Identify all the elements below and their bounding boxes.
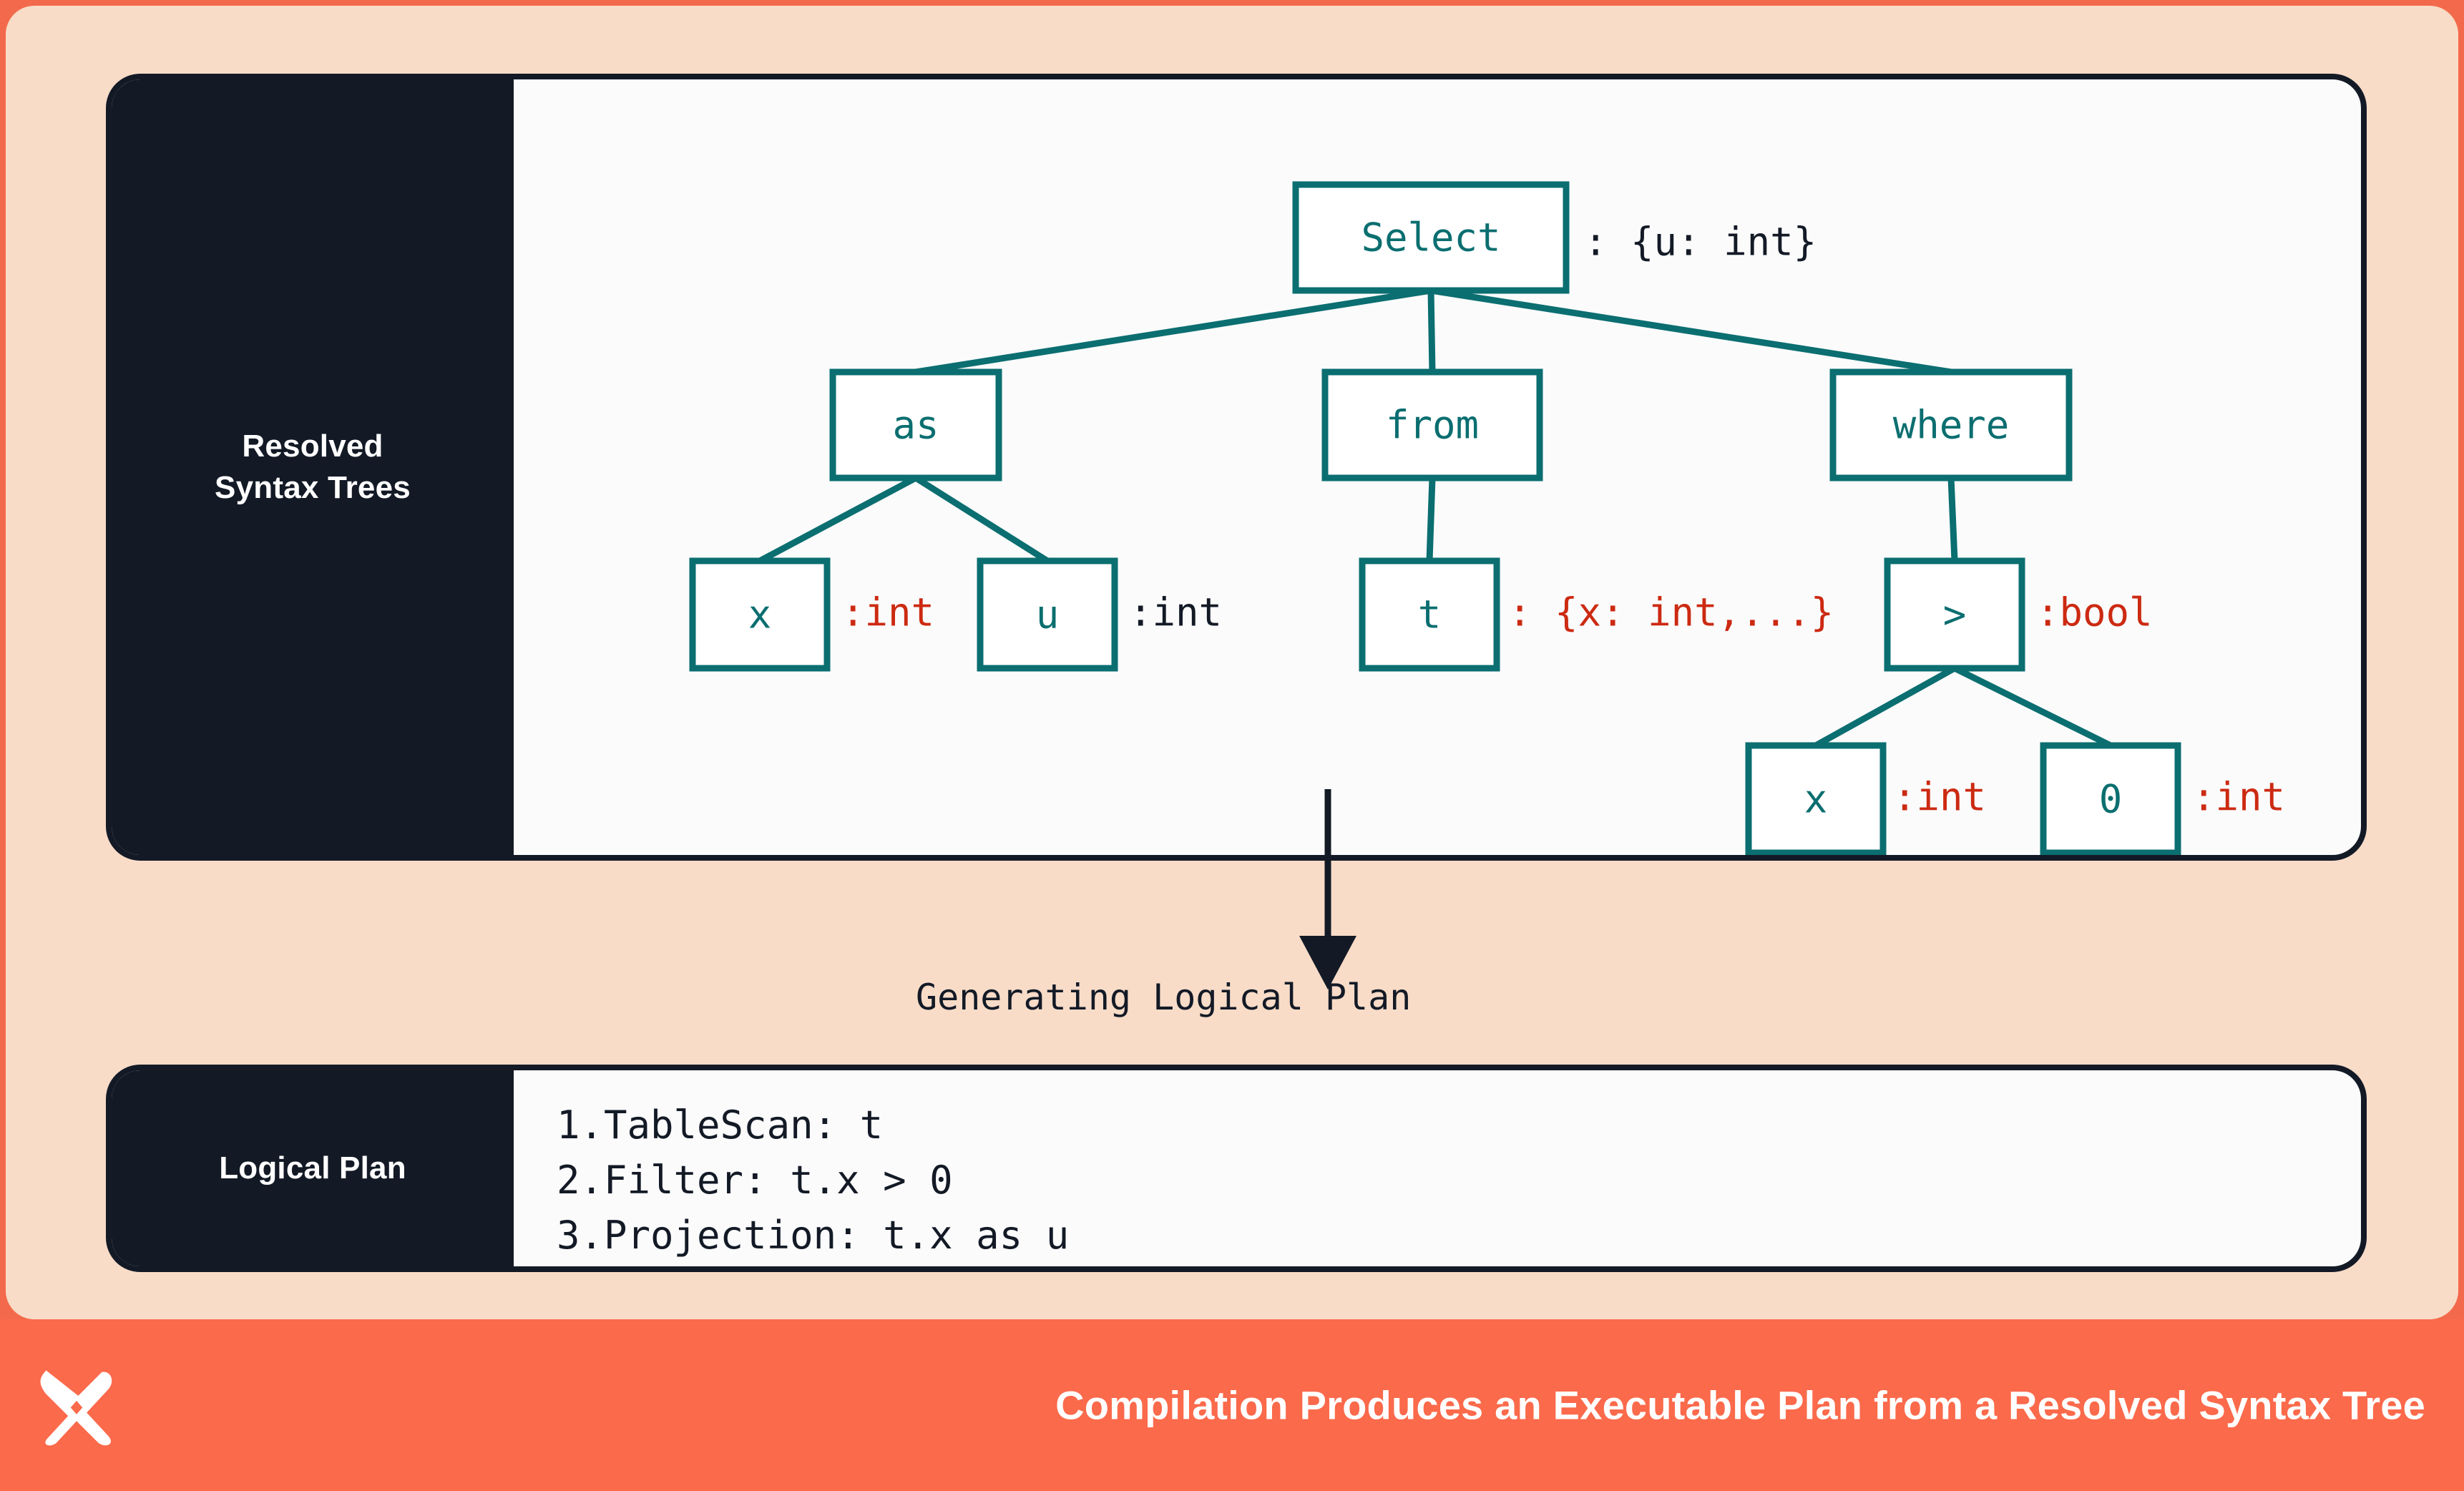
tree-edge-gt-to-gt-x [1814, 665, 1957, 748]
tree-node-type-annotation-select: : {u: int} [1584, 220, 1817, 265]
tree-node-type-annotation-gt: :bool [2036, 590, 2153, 635]
logical-plan-step-number: 2. [557, 1158, 604, 1203]
tree-node-as-u [977, 557, 1118, 672]
tree-node-type-annotation-from-t: : {x: int,...} [1508, 590, 1834, 635]
tree-edge-group [758, 287, 2112, 749]
tree-node-label-from-t: t [1418, 592, 1442, 637]
tree-node-gt [1884, 557, 2025, 672]
connector-arrowhead [1299, 936, 1356, 989]
syntax-tree-graphic: Select as from where x u t > x 0 : {u: int} :int :i… [689, 181, 2285, 855]
logical-plan-step: 2.Filter: t.x > 0 [557, 1153, 1069, 1208]
tree-node-type-annotation-as-x: :int [841, 590, 934, 635]
logical-plan-step-number: 3. [557, 1213, 604, 1258]
tree-edge-as-to-as-x [758, 475, 918, 564]
tree-node-select [1292, 181, 1570, 294]
tree-node-from-t [1359, 557, 1500, 672]
x-mark-logo-icon [40, 1370, 112, 1446]
tree-edge-select-to-where [1430, 287, 1952, 376]
tree-node-label-as-u: u [1036, 592, 1060, 637]
tree-node-label-gt-x: x [1804, 777, 1828, 822]
tree-node-label-as-x: x [748, 592, 772, 637]
tree-edge-where-to-gt [1947, 477, 1958, 562]
tree-node-from [1321, 368, 1543, 481]
tree-node-type-annotation-gt-0: :int [2192, 775, 2285, 820]
tree-node-label-gt-0: 0 [2099, 777, 2123, 822]
tree-node-gt-0 [2040, 742, 2181, 855]
tree-annotation-group: : {u: int} :int :int : {x: int,...} :bool :in… [841, 220, 2285, 820]
tree-edge-select-to-from [1427, 290, 1436, 373]
syntax-tree-canvas: Select as from where x u t > x 0 : {u: int} :int :i… [514, 79, 2361, 855]
tree-node-label-select: Select [1361, 215, 1500, 260]
panel-label-line-1: Resolved [242, 428, 383, 464]
logical-plan-label: Logical Plan [112, 1070, 514, 1266]
tree-node-as-x [689, 557, 831, 672]
resolved-syntax-trees-panel: Resolved Syntax Trees Select as from where x… [106, 74, 2367, 861]
logical-plan-step-number: 1. [557, 1103, 604, 1148]
tree-node-label-from: from [1386, 403, 1479, 448]
panel-label-line-2: Syntax Trees [215, 470, 411, 505]
tree-node-as [829, 368, 1002, 481]
connector-label: Generating Logical Plan [916, 977, 1412, 1018]
tree-edge-select-to-as [915, 287, 1432, 376]
tree-node-group: Select as from where x u t > x 0 [689, 181, 2181, 855]
resolved-syntax-trees-label: Resolved Syntax Trees [112, 79, 514, 855]
tree-node-label-as: as [892, 403, 939, 448]
generating-logical-plan-connector [1299, 789, 1356, 989]
tree-edge-gt-to-gt-0 [1953, 665, 2112, 749]
footer-banner: Compilation Produces an Executable Plan … [0, 1319, 2464, 1491]
tree-node-type-annotation-gt-x: :int [1893, 775, 1986, 820]
logical-plan-step-text: Filter: t.x > 0 [604, 1158, 953, 1203]
tree-node-where [1829, 368, 2073, 481]
tree-edge-as-to-as-u [914, 475, 1050, 564]
logical-plan-step-text: TableScan: t [604, 1103, 884, 1148]
content-card: Resolved Syntax Trees Select as from where x… [6, 6, 2458, 1319]
logical-plan-step: 1.TableScan: t [557, 1098, 1069, 1153]
logical-plan-step: 3.Projection: t.x as u [557, 1208, 1069, 1263]
tree-node-label-where: where [1893, 403, 2010, 448]
tree-node-type-annotation-as-u: :int [1129, 590, 1222, 635]
footer-caption: Compilation Produces an Executable Plan … [1055, 1382, 2425, 1428]
tree-node-gt-x [1745, 742, 1887, 855]
logical-plan-step-text: Projection: t.x as u [604, 1213, 1070, 1258]
tree-node-label-gt: > [1943, 592, 1967, 637]
tree-edge-from-to-from-t [1426, 477, 1436, 562]
